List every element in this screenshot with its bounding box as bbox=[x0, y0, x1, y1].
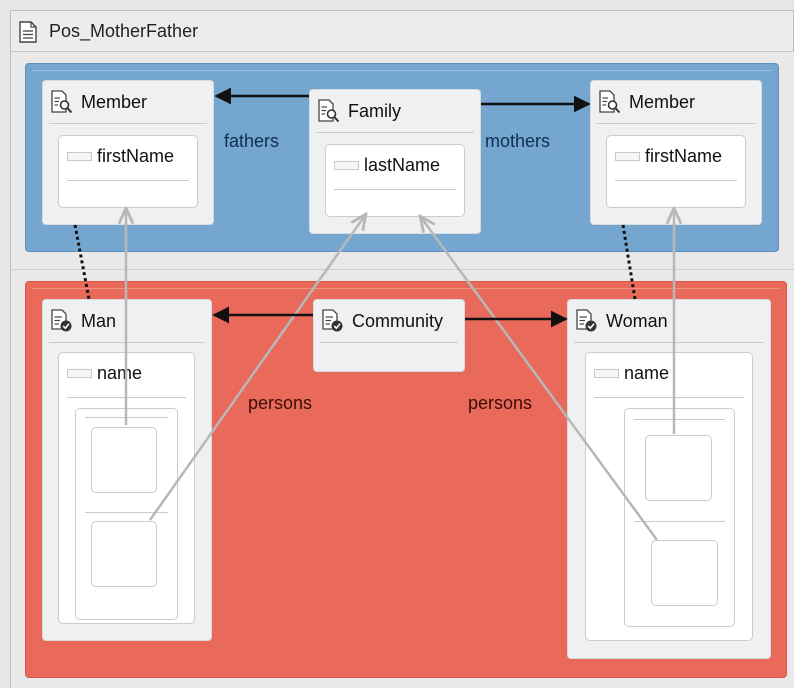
member-left-label: Member bbox=[81, 92, 148, 112]
mapping-line bbox=[148, 214, 366, 521]
firstname-label-left: firstName bbox=[97, 146, 175, 166]
slot-box[interactable] bbox=[645, 435, 712, 501]
name-label-man: name bbox=[97, 363, 143, 383]
attribute-icon bbox=[334, 161, 359, 170]
title-bar: Pos_MotherFather bbox=[10, 10, 794, 52]
man-label: Man bbox=[81, 311, 117, 331]
query-icon bbox=[51, 90, 73, 114]
lastname-label: lastName bbox=[364, 155, 441, 175]
family-node[interactable]: Family lastName bbox=[309, 89, 481, 234]
firstname-field-right[interactable]: firstName bbox=[606, 135, 746, 208]
persons-edge-label-left: persons bbox=[248, 393, 313, 413]
attribute-icon bbox=[594, 369, 619, 378]
member-left-node[interactable]: Member firstName bbox=[42, 80, 214, 225]
mapping-line bbox=[420, 216, 659, 541]
trace-link bbox=[73, 224, 91, 300]
mothers-edge-label: mothers bbox=[485, 131, 551, 151]
community-node[interactable]: Community bbox=[313, 299, 465, 372]
woman-label: Woman bbox=[606, 311, 668, 331]
name-label-woman: name bbox=[624, 363, 670, 383]
slot-container-woman bbox=[624, 408, 735, 627]
lastname-field[interactable]: lastName bbox=[325, 144, 465, 217]
man-node[interactable]: Man name bbox=[42, 299, 212, 641]
attribute-icon bbox=[67, 369, 92, 378]
community-label: Community bbox=[352, 311, 444, 331]
trace-link bbox=[621, 224, 637, 300]
checked-document-icon bbox=[322, 309, 343, 332]
attribute-icon bbox=[67, 152, 92, 161]
slot-box[interactable] bbox=[91, 521, 157, 587]
query-icon bbox=[599, 90, 621, 114]
page-title: Pos_MotherFather bbox=[49, 21, 199, 41]
firstname-label-right: firstName bbox=[645, 146, 723, 166]
name-field-woman[interactable]: name bbox=[585, 352, 753, 641]
family-label: Family bbox=[348, 101, 401, 121]
fathers-edge-label: fathers bbox=[224, 131, 280, 151]
slot-box[interactable] bbox=[91, 427, 157, 493]
persons-edge-label-right: persons bbox=[468, 393, 533, 413]
query-icon bbox=[318, 99, 340, 123]
checked-document-icon bbox=[51, 309, 72, 332]
slot-box[interactable] bbox=[651, 540, 718, 606]
attribute-icon bbox=[615, 152, 640, 161]
firstname-field-left[interactable]: firstName bbox=[58, 135, 198, 208]
member-right-label: Member bbox=[629, 92, 696, 112]
band-separator bbox=[10, 269, 794, 270]
member-right-node[interactable]: Member firstName bbox=[590, 80, 762, 225]
document-icon bbox=[19, 21, 37, 43]
checked-document-icon bbox=[576, 309, 597, 332]
woman-node[interactable]: Woman name bbox=[567, 299, 771, 659]
